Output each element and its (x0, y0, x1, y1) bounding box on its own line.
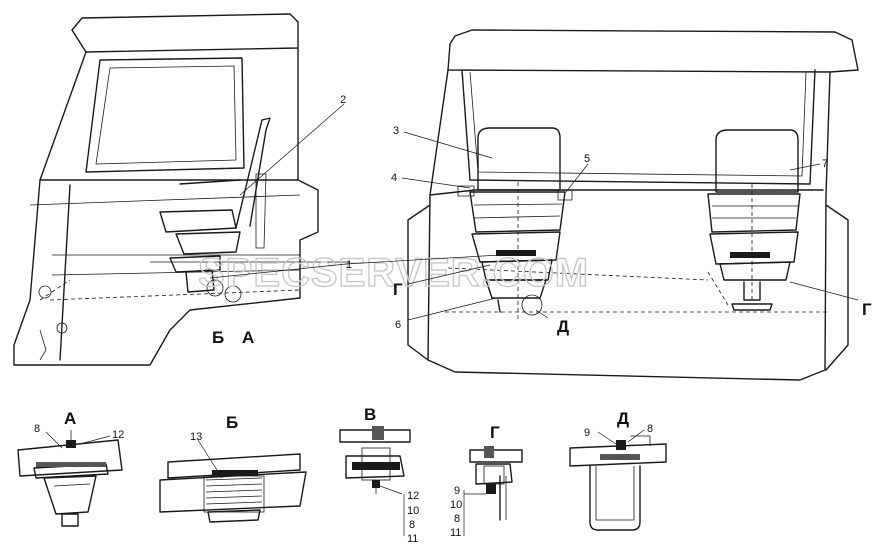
detail-b: Б 13 (159, 413, 307, 523)
detail-v-label-12: 12 (407, 490, 419, 502)
cab-rear-view (407, 29, 859, 381)
cab-side-view (13, 13, 350, 366)
detail-g-title: Г (490, 423, 500, 442)
detail-v-title: В (364, 405, 376, 424)
callouts: 2 1 3 4 5 7 6 Г Г Д Б А (212, 94, 872, 347)
callout-4: 4 (391, 172, 397, 184)
detail-g-label-11: 11 (450, 527, 461, 539)
callout-7: 7 (822, 158, 828, 170)
detail-a-label-12: 12 (112, 429, 124, 441)
detail-g-label-8: 8 (454, 513, 460, 525)
detail-g-label-9: 9 (454, 485, 460, 497)
callout-a-main: А (242, 328, 254, 347)
detail-b-label-13: 13 (190, 431, 202, 443)
detail-v-label-10: 10 (407, 505, 419, 517)
callout-6: 6 (395, 319, 401, 331)
callout-1: 1 (346, 259, 352, 271)
detail-v: В 12 10 8 11 (339, 405, 419, 545)
detail-a-title: А (64, 409, 76, 428)
callout-3: 3 (393, 125, 399, 137)
detail-a-label-8: 8 (34, 423, 40, 435)
callout-b-main: Б (212, 328, 224, 347)
detail-v-label-11: 11 (407, 533, 418, 545)
detail-g-label-10: 10 (450, 499, 462, 511)
callout-d-main: Д (557, 317, 569, 336)
detail-b-title: Б (226, 413, 238, 432)
callout-2: 2 (340, 94, 346, 106)
callout-5: 5 (584, 153, 590, 165)
callout-g-left: Г (393, 280, 403, 299)
detail-d-label-9: 9 (584, 427, 590, 439)
detail-a: А 8 12 (17, 409, 124, 527)
detail-d: Д 9 8 (569, 409, 667, 531)
detail-d-label-8: 8 (647, 423, 653, 435)
detail-g: Г 9 10 8 11 (450, 423, 523, 539)
detail-d-title: Д (617, 409, 629, 428)
watermark-text: SPECSERVER.COM (198, 251, 589, 295)
callout-g-right: Г (862, 300, 872, 319)
leader-lines (209, 103, 859, 321)
detail-v-label-8: 8 (409, 519, 415, 531)
